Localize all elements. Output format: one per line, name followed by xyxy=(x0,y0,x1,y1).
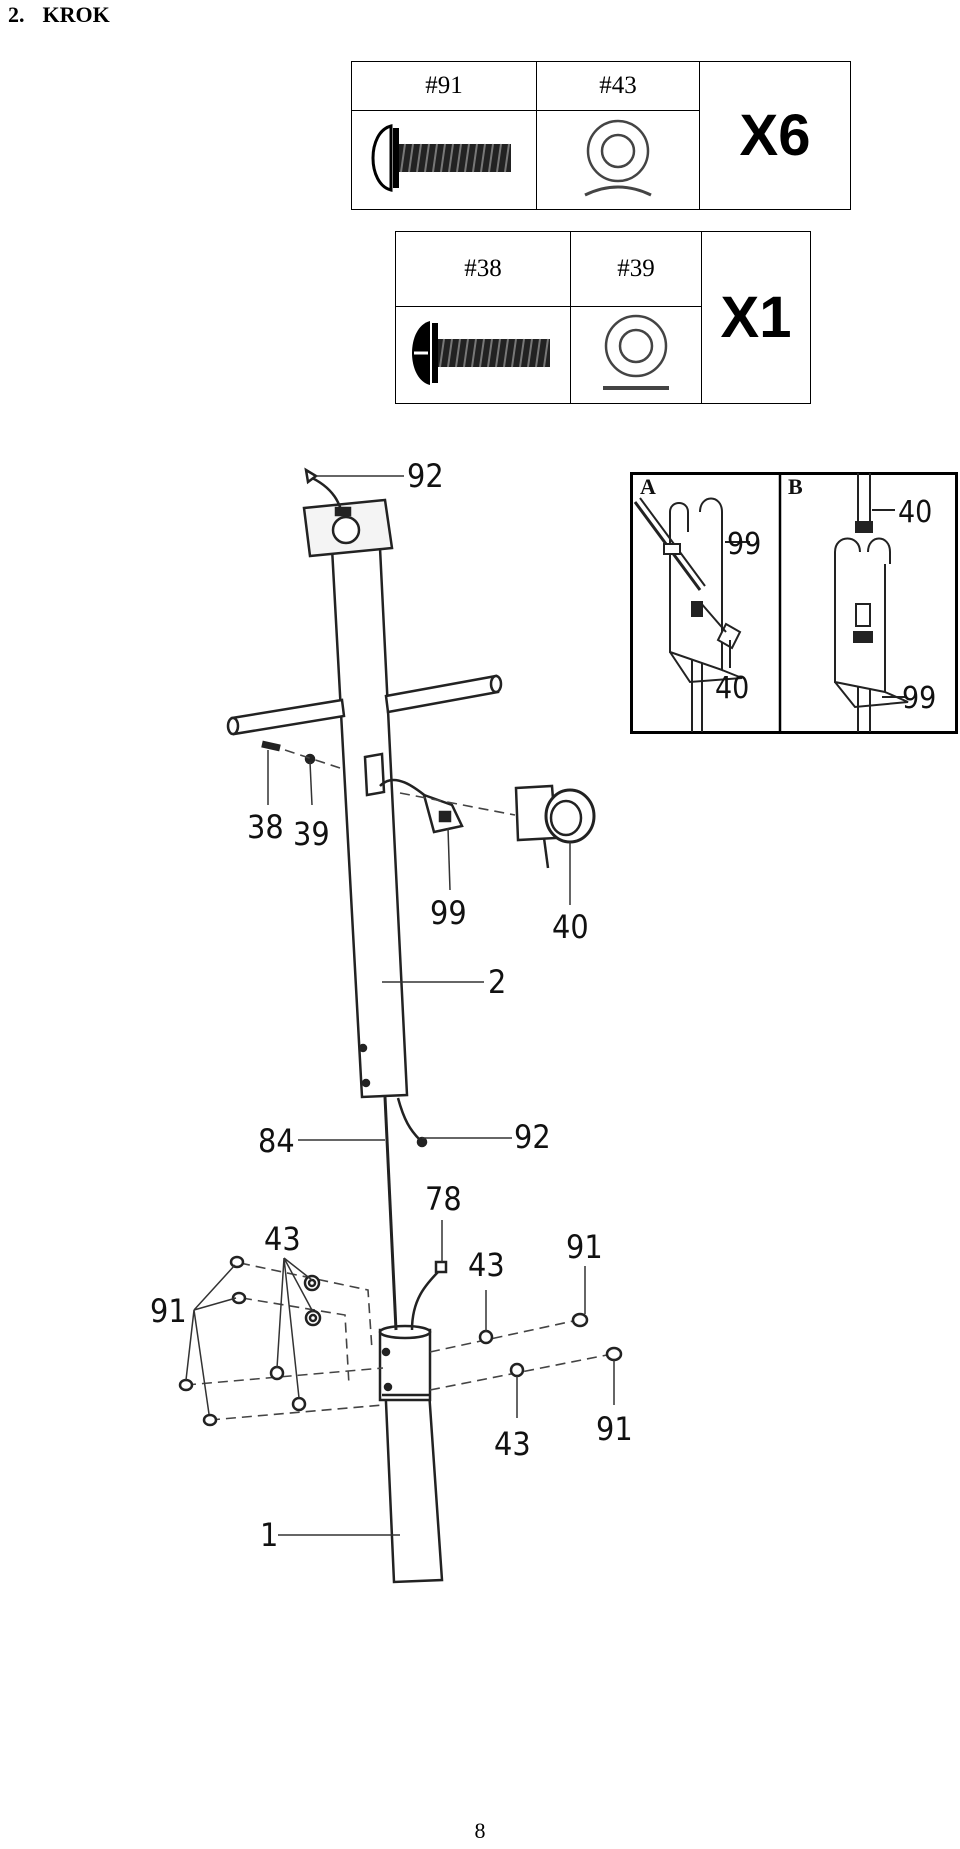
page-number: 8 xyxy=(474,1818,486,1843)
parts-table-2: #38 #39 X1 xyxy=(395,231,811,404)
parts-table-1: #91 #43 X6 xyxy=(351,61,851,210)
label-99: 99 xyxy=(430,894,467,932)
handlebar-left xyxy=(230,698,346,736)
label-43-right-top: 43 xyxy=(468,1246,505,1284)
inset-a-label-99: 99 xyxy=(727,527,761,562)
washer-39-icon xyxy=(603,314,669,390)
part-code-43: #43 xyxy=(536,61,700,111)
label-84: 84 xyxy=(258,1122,295,1160)
label-92-top: 92 xyxy=(407,457,444,495)
bolt-38-cell xyxy=(395,306,571,404)
quantity-badge-2: X1 xyxy=(701,231,811,404)
bolt-38-icon xyxy=(412,321,550,385)
handlebar-right xyxy=(384,674,500,714)
washer-43-icon xyxy=(584,119,652,197)
assembly-diagram: 92 38 39 99 40 2 84 92 78 43 43 43 91 91… xyxy=(150,457,633,1584)
quantity-badge-1: X6 xyxy=(699,61,851,210)
label-91-left: 91 xyxy=(150,1292,187,1330)
inset-b-label-99: 99 xyxy=(902,681,936,716)
upper-tube xyxy=(330,546,409,1099)
label-92-bottom: 92 xyxy=(514,1118,551,1156)
label-43-right-bottom: 43 xyxy=(494,1425,531,1463)
inset-b-label-40: 40 xyxy=(898,495,932,530)
label-38: 38 xyxy=(247,808,284,846)
inset-a-label-40: 40 xyxy=(715,671,749,706)
part-code-38: #38 xyxy=(395,231,571,307)
washer-43-cell xyxy=(536,110,700,210)
label-1: 1 xyxy=(260,1516,278,1554)
bolt-91-cell xyxy=(351,110,537,210)
part-code-39: #39 xyxy=(570,231,702,307)
label-91-right-top: 91 xyxy=(566,1228,603,1266)
label-91-right-bottom: 91 xyxy=(596,1410,633,1448)
label-39: 39 xyxy=(293,815,330,853)
step-title: 2. KROK xyxy=(8,2,110,28)
label-40: 40 xyxy=(552,908,589,946)
label-2: 2 xyxy=(488,963,506,1001)
washer-39-cell xyxy=(570,306,702,404)
step-number: 2. xyxy=(8,2,25,27)
bolt-91-icon xyxy=(371,124,511,192)
part-code-91: #91 xyxy=(351,61,537,111)
inset-label-b: B xyxy=(788,474,803,499)
inset-label-a: A xyxy=(640,474,656,499)
label-43-left: 43 xyxy=(264,1220,301,1258)
step-word: KROK xyxy=(42,2,110,27)
label-78: 78 xyxy=(425,1180,462,1218)
detail-inset: A B 99 40 40 99 xyxy=(630,472,958,734)
